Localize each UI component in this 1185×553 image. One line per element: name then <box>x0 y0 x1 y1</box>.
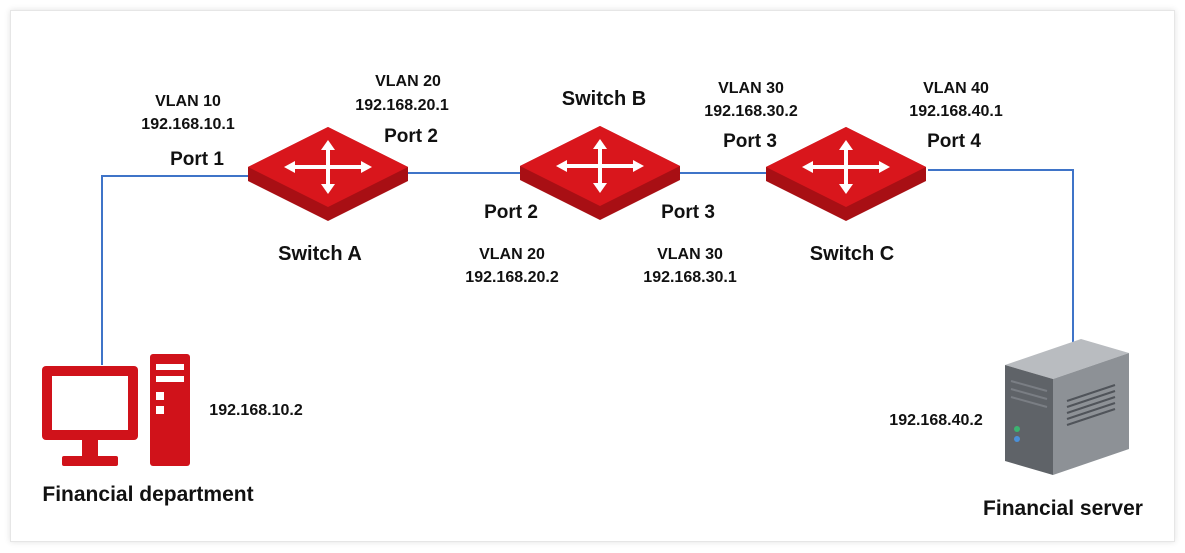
switch-c-name: Switch C <box>809 243 895 265</box>
switch-a-port2-vlan: VLAN 20 <box>375 73 441 90</box>
diagram-frame <box>10 10 1175 542</box>
switch-b-port2-vlan: VLAN 20 <box>479 246 545 263</box>
server-tower-icon <box>1005 339 1129 475</box>
switch-c-port4-label: Port 4 <box>927 131 981 152</box>
switch-c-port3-vlan: VLAN 30 <box>718 80 784 97</box>
switch-b-name: Switch B <box>561 88 647 110</box>
switch-a-port1-ip: 192.168.10.1 <box>141 116 235 133</box>
switch-c-port4-ip: 192.168.40.1 <box>909 103 1003 120</box>
switch-c-port3-ip: 192.168.30.2 <box>704 103 798 120</box>
desktop-computer-icon <box>42 354 190 466</box>
server-caption: Financial server <box>983 497 1143 520</box>
pc-ip: 192.168.10.2 <box>209 402 303 419</box>
switch-b-port2-ip: 192.168.20.2 <box>465 269 559 286</box>
switch-b-icon <box>520 126 680 220</box>
link-switch-c-to-server <box>928 169 1074 342</box>
switch-c-port4-vlan: VLAN 40 <box>923 80 989 97</box>
switch-a-port1-vlan: VLAN 10 <box>155 93 221 110</box>
switch-a-port2-label: Port 2 <box>384 126 438 147</box>
switch-a-port2-ip: 192.168.20.1 <box>355 97 449 114</box>
link-pc-to-switch-a <box>101 175 248 365</box>
switch-a-icon <box>248 127 408 221</box>
switch-c-icon <box>766 127 926 221</box>
switch-a-name: Switch A <box>278 243 362 265</box>
switch-b-port3-ip: 192.168.30.1 <box>643 269 737 286</box>
switch-b-port2-label: Port 2 <box>484 202 538 223</box>
switch-b-port3-vlan: VLAN 30 <box>657 246 723 263</box>
switch-c-port3-label: Port 3 <box>723 131 777 152</box>
pc-caption: Financial department <box>42 483 254 506</box>
switch-a-port1-label: Port 1 <box>170 149 224 170</box>
server-ip: 192.168.40.2 <box>889 412 983 429</box>
switch-b-port3-label: Port 3 <box>661 202 715 223</box>
